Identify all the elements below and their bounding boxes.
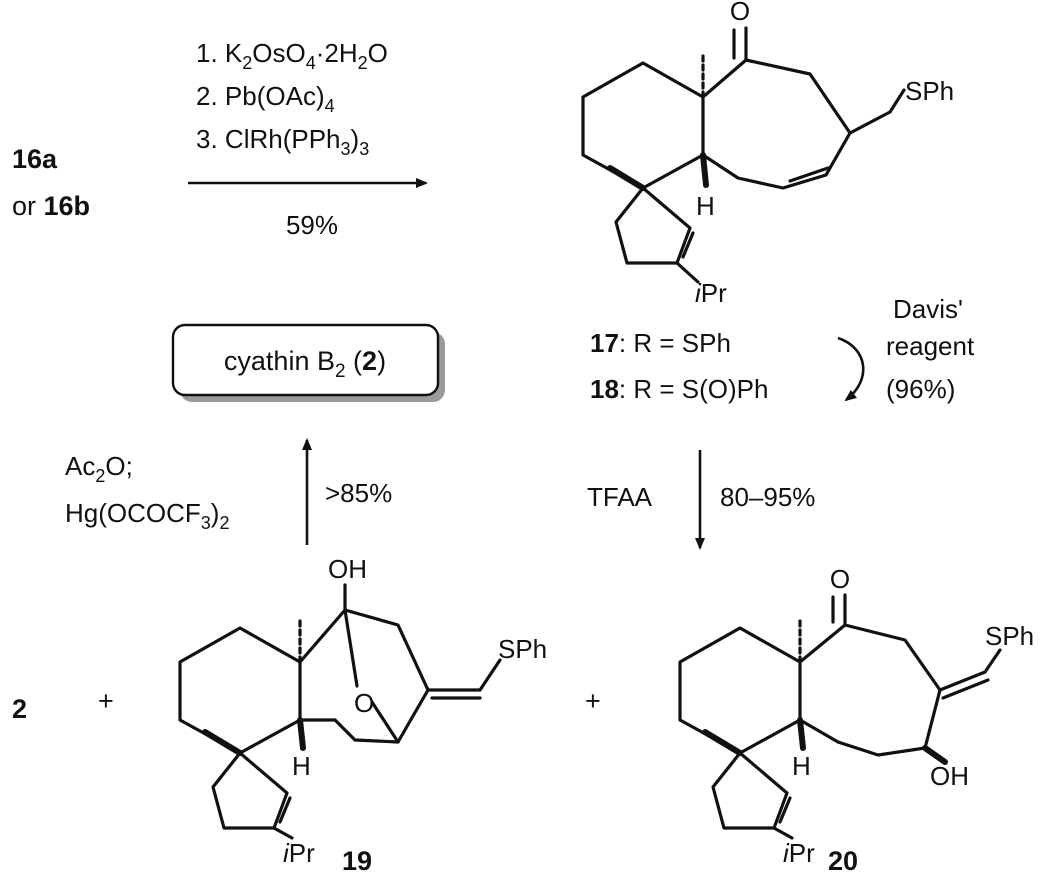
step1-conditions: 1. K2OsO4·2H2O 2. Pb(OAc)4 3. ClRh(PPh3)3 [196, 38, 388, 159]
step3-reagent: TFAA [587, 482, 653, 512]
atom-O-bridge-19: O [354, 688, 374, 718]
atom-H-17: H [696, 191, 715, 221]
label-compound-17: 17: R = SPh [590, 328, 731, 358]
atom-H-20: H [792, 751, 811, 781]
atom-OH-19: OH [328, 554, 367, 584]
step1-condition-1: 1. K2OsO4·2H2O [196, 38, 388, 73]
atom-SPh-19: SPh [498, 634, 547, 664]
label-compound-20: 20 [828, 846, 858, 876]
step4-yield: >85% [325, 478, 392, 508]
step2-curved-arrow [837, 336, 865, 402]
step4-reagent-line2: Hg(OCOCF3)2 [65, 498, 229, 533]
start-compound-16a: 16a [12, 144, 58, 174]
structure-20 [678, 593, 1002, 840]
atom-H-19: H [292, 751, 311, 781]
step1-yield: 59% [286, 210, 338, 240]
atom-SPh-17: SPh [905, 76, 954, 106]
step4-reagent-line1: Ac2O; [65, 451, 133, 486]
atom-SPh-20: SPh [985, 621, 1034, 651]
start-compound-16b: or 16b [12, 191, 90, 221]
atom-OH-20: OH [930, 761, 969, 791]
label-compound-18: 18: R = S(O)Ph [590, 374, 768, 404]
step1-condition-3: 3. ClRh(PPh3)3 [196, 124, 369, 159]
plus-sign-1: + [98, 686, 114, 716]
product-2: 2 [12, 694, 27, 724]
step2-reagent-line2: reagent [886, 331, 975, 361]
atom-iPr-19: iPr [283, 838, 315, 868]
plus-sign-2: + [585, 686, 601, 716]
atom-ketone-O-17: O [730, 0, 750, 26]
step2-yield: (96%) [886, 374, 955, 404]
label-compound-19: 19 [342, 846, 372, 876]
target-name: cyathin B2 (2) [224, 346, 386, 382]
step1-condition-2: 2. Pb(OAc)4 [196, 81, 335, 116]
step3-yield: 80–95% [720, 482, 815, 512]
atom-iPr-17: iPr [695, 278, 727, 308]
atom-ketone-O-20: O [830, 564, 850, 594]
structure-17 [581, 26, 906, 284]
step2-reagent-line1: Davis' [893, 294, 963, 324]
structure-19 [178, 583, 502, 840]
atom-iPr-20: iPr [783, 838, 815, 868]
target-box [171, 323, 440, 397]
